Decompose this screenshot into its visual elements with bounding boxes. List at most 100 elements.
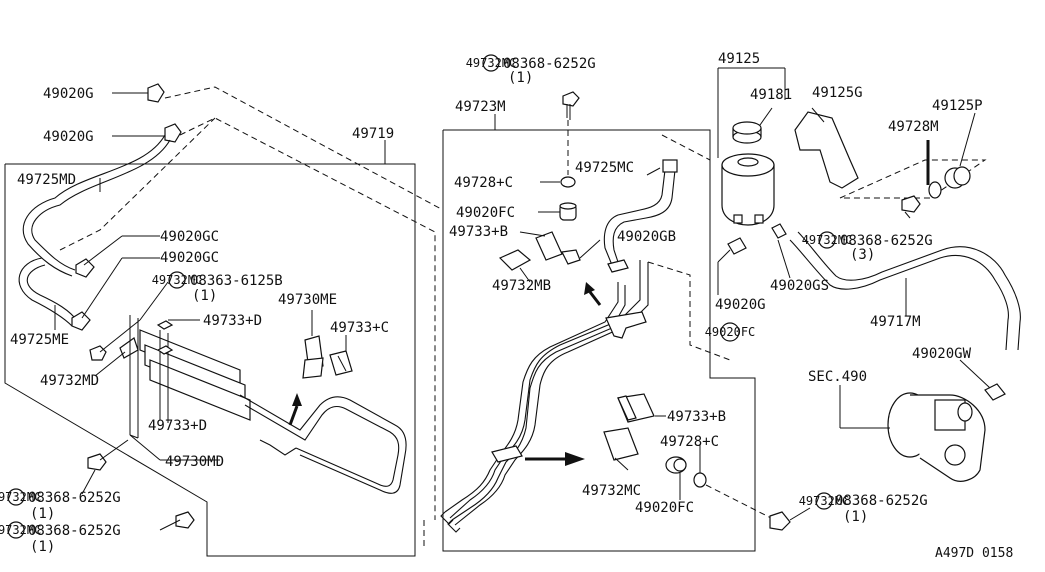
bolt-lower-left-2 <box>159 511 195 531</box>
s-mark-lower-left-2: 49732MC <box>0 521 41 539</box>
label-08368-d-qty: (3) <box>850 247 875 263</box>
hose-49725MD <box>31 139 171 271</box>
washer-49728C-lower <box>693 472 707 488</box>
hose-49717M <box>789 239 1009 351</box>
label-49725MC: 49725MC <box>575 160 634 176</box>
bushing-49020FC-upper <box>559 202 577 221</box>
bolt-middle-top <box>562 91 580 175</box>
clamp-49020G-right <box>727 237 747 255</box>
label-49125G: 49125G <box>812 85 863 101</box>
clamp-49020GS <box>771 223 787 239</box>
label-08363-6125B: 08363-6125B <box>190 273 283 289</box>
label-49728C-1: 49728+C <box>454 175 513 191</box>
label-49020GW: 49020GW <box>912 346 972 362</box>
label-08368-d: 08368-6252G <box>840 233 933 249</box>
label-49725ME: 49725ME <box>10 332 69 348</box>
left-assembly-box <box>4 163 416 557</box>
label-49020GS: 49020GS <box>770 278 829 294</box>
label-49728M: 49728M <box>888 119 939 135</box>
s-mark-lower-left-1: 49732MC <box>0 488 41 506</box>
pipe-bracket-upper <box>605 311 647 339</box>
reference-circle-A <box>720 322 740 342</box>
label-49725MD: 49725MD <box>17 172 76 188</box>
label-49125: 49125 <box>718 51 760 67</box>
label-49732MC-text: 49732MC <box>582 483 641 499</box>
label-49020FC-1: 49020FC <box>456 205 515 221</box>
label-49125P: 49125P <box>932 98 983 114</box>
label-49730MD: 49730MD <box>165 454 224 470</box>
s-mark-left-bolt: 49732MC <box>152 271 203 289</box>
dashed-to-A <box>647 261 731 361</box>
label-49020G-1: 49020G <box>43 86 94 102</box>
label-08368-a-qty: (1) <box>30 506 55 522</box>
svg-text:49732MC: 49732MC <box>799 494 850 508</box>
clip-49020GB <box>561 249 581 265</box>
label-49733D-2: 49733+D <box>148 418 207 434</box>
bushing-49020FC-lower <box>665 456 687 474</box>
label-08363-qty: (1) <box>192 288 217 304</box>
cap-49181 <box>732 121 762 144</box>
arrow-up-left <box>292 393 302 406</box>
svg-text:49732MC: 49732MC <box>0 523 41 537</box>
dashed-connector-1 <box>164 86 444 211</box>
bolt-right <box>901 195 921 219</box>
bracket-49125G <box>794 111 859 189</box>
s-mark-lower-middle: 49732MC <box>799 492 850 510</box>
clamp-49020GC-upper <box>75 258 95 278</box>
stud-49728M <box>926 140 942 199</box>
label-49181: 49181 <box>750 87 792 103</box>
label-08368-e-qty: (1) <box>843 509 868 525</box>
label-08368-b-qty: (1) <box>30 539 55 555</box>
washer-49728C-upper <box>560 176 576 188</box>
clip-49733B-upper <box>535 231 563 261</box>
reservoir-49125 <box>721 153 775 226</box>
pipe-run-main <box>449 260 641 519</box>
clamp-49020G-second <box>112 123 182 143</box>
label-49020G-2: 49020G <box>43 129 94 145</box>
arrow-up-middle <box>584 282 595 295</box>
insulator-49730ME <box>302 335 324 379</box>
label-49723M: 49723M <box>455 99 506 115</box>
clamp-49020GC-lower <box>71 311 91 331</box>
clip-49733D-lower <box>156 345 174 355</box>
arrow-right-middle <box>565 452 585 466</box>
label-49732MD: 49732MD <box>40 373 99 389</box>
dashed-connector-3 <box>59 117 216 251</box>
bracket-49730MD <box>129 434 220 461</box>
bracket-49732MD <box>119 337 139 359</box>
label-49020GC-1: 49020GC <box>160 229 219 245</box>
power-steering-pump <box>887 392 986 482</box>
label-49733C: 49733+C <box>330 320 389 336</box>
bracket-49732MB <box>498 249 532 271</box>
label-49020GC-2: 49020GC <box>160 250 219 266</box>
hose-49725MC <box>603 169 666 266</box>
svg-text:49732MC: 49732MC <box>466 56 517 70</box>
label-08368-c: 08368-6252G <box>503 56 596 72</box>
label-SEC490: SEC.490 <box>808 369 867 385</box>
bolt-08363-6125B <box>89 281 169 361</box>
label-49733D-1: 49733+D <box>203 313 262 329</box>
label-49732MB: 49732MB <box>492 278 551 294</box>
svg-text:49732MC: 49732MC <box>152 273 203 287</box>
label-08368-e: 08368-6252G <box>835 493 928 509</box>
reference-circle-A-letter: 49020FC <box>705 325 756 339</box>
label-49717M: 49717M <box>870 314 921 330</box>
label-08368-a: 08368-6252G <box>28 490 121 506</box>
label-49730ME: 49730ME <box>278 292 337 308</box>
dashed-bracket-frame <box>839 159 987 199</box>
clip-49733C <box>329 350 353 376</box>
bolt-middle-lower <box>769 507 811 531</box>
label-08368-b: 08368-6252G <box>28 523 121 539</box>
s-mark-right: 49732MC <box>802 231 852 249</box>
diagram-reference-code: A497D 0158 <box>935 546 1013 561</box>
hose-49725ME <box>26 264 79 323</box>
s-mark-top-middle: 49732MC <box>466 54 517 72</box>
clip-49733D-upper <box>156 320 174 330</box>
dashed-connector-2 <box>179 117 436 520</box>
cooler-loop-tube <box>239 394 407 494</box>
label-08368-c-qty: (1) <box>508 70 533 86</box>
label-49020G-3: 49020G <box>715 297 766 313</box>
svg-text:49732MC: 49732MC <box>0 490 41 504</box>
